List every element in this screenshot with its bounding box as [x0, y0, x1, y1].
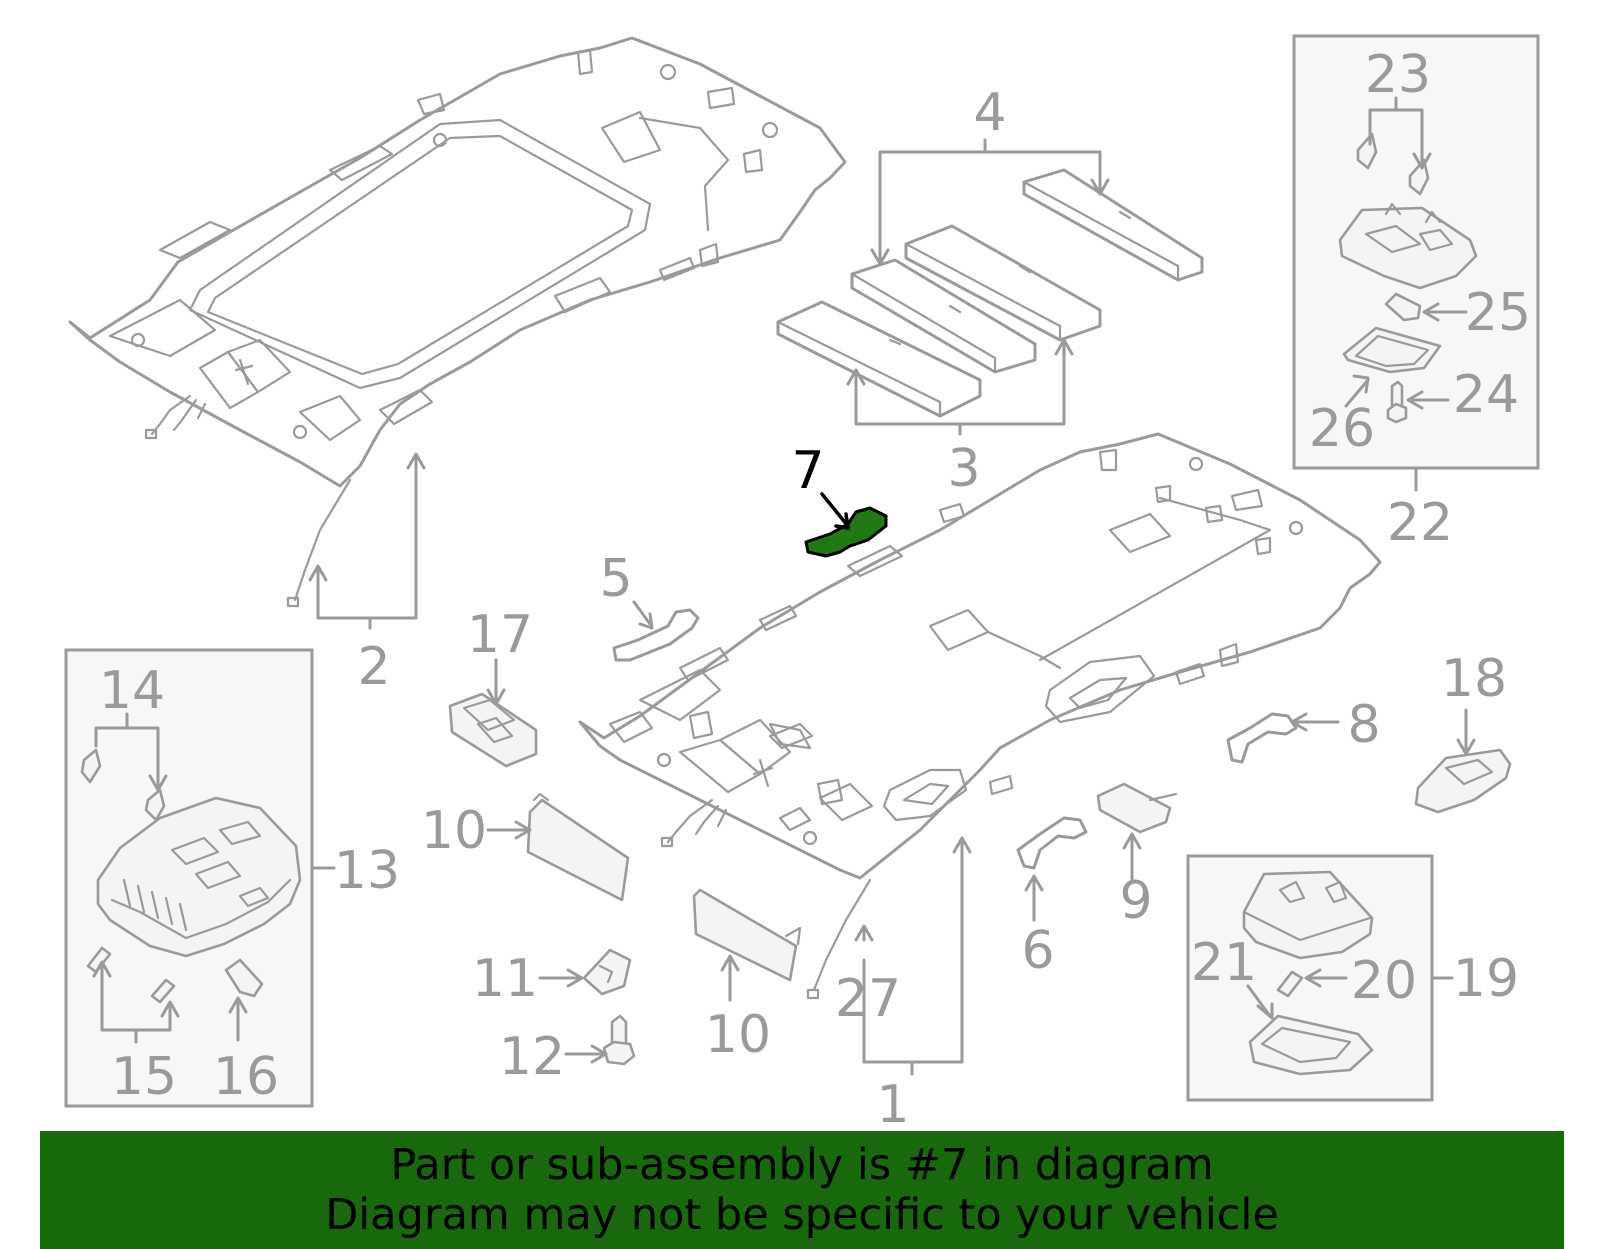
callout-9: 9: [1119, 871, 1152, 931]
callout-10-upper: 10: [421, 801, 487, 861]
headliner-sunroof-part-2: [68, 36, 847, 608]
callout-13: 13: [334, 841, 400, 901]
callout-1: 1: [876, 1075, 909, 1135]
callout-22: 22: [1387, 493, 1453, 553]
info-banner: Part or sub-assembly is #7 in diagram Di…: [40, 1131, 1564, 1249]
callout-2: 2: [357, 637, 390, 697]
leader-27: [854, 924, 874, 942]
sound-pads-parts-3-4: [776, 168, 1204, 418]
callout-17: 17: [467, 605, 533, 665]
handle-part-8: [1226, 712, 1340, 764]
callout-20: 20: [1351, 951, 1417, 1011]
bolt-part-12: [564, 1014, 636, 1066]
banner-line-2: Diagram may not be specific to your vehi…: [325, 1190, 1279, 1240]
highlighted-grab-handle-part-7: [804, 492, 888, 558]
leader-1: [862, 836, 972, 1076]
assembly-box-13: [64, 648, 336, 1108]
lamp-part-9: [1096, 782, 1178, 882]
callout-12: 12: [499, 1027, 565, 1087]
assembly-box-19: [1186, 854, 1454, 1102]
leader-2: [308, 452, 426, 630]
callout-4: 4: [973, 83, 1006, 143]
leader-3: [846, 338, 1074, 436]
assembly-box-22: [1292, 34, 1540, 492]
callout-labels: 1 2 3 4 5 6 7 8 9 10 10 11 12 13 14 15 1…: [99, 45, 1531, 1135]
callout-10-lower: 10: [705, 1005, 771, 1065]
callout-23: 23: [1365, 45, 1431, 105]
callout-21: 21: [1191, 933, 1257, 993]
handle-part-6: [1016, 816, 1088, 922]
handle-part-5: [612, 600, 700, 662]
callout-19: 19: [1453, 949, 1519, 1009]
callout-11: 11: [472, 949, 538, 1009]
lamp-part-18: [1414, 708, 1512, 814]
headliner-main-part-1: [578, 432, 1382, 1000]
clip-part-11: [538, 948, 632, 996]
lamp-part-17: [448, 658, 538, 768]
callout-24: 24: [1453, 365, 1519, 425]
sun-visor-part-10-upper: [486, 792, 630, 902]
callout-15: 15: [111, 1047, 177, 1107]
callout-8: 8: [1347, 695, 1380, 755]
callout-7: 7: [791, 441, 824, 501]
callout-5: 5: [599, 549, 632, 609]
callout-6: 6: [1021, 921, 1054, 981]
callout-25: 25: [1465, 283, 1531, 343]
banner-line-1: Part or sub-assembly is #7 in diagram: [390, 1140, 1214, 1190]
leader-4: [870, 138, 1110, 266]
callout-14: 14: [99, 661, 165, 721]
callout-26: 26: [1309, 399, 1375, 459]
callout-18: 18: [1441, 649, 1507, 709]
callout-3: 3: [947, 439, 980, 499]
sun-visor-part-10-lower: [692, 888, 802, 1002]
callout-27: 27: [835, 969, 901, 1029]
callout-16: 16: [213, 1047, 279, 1107]
